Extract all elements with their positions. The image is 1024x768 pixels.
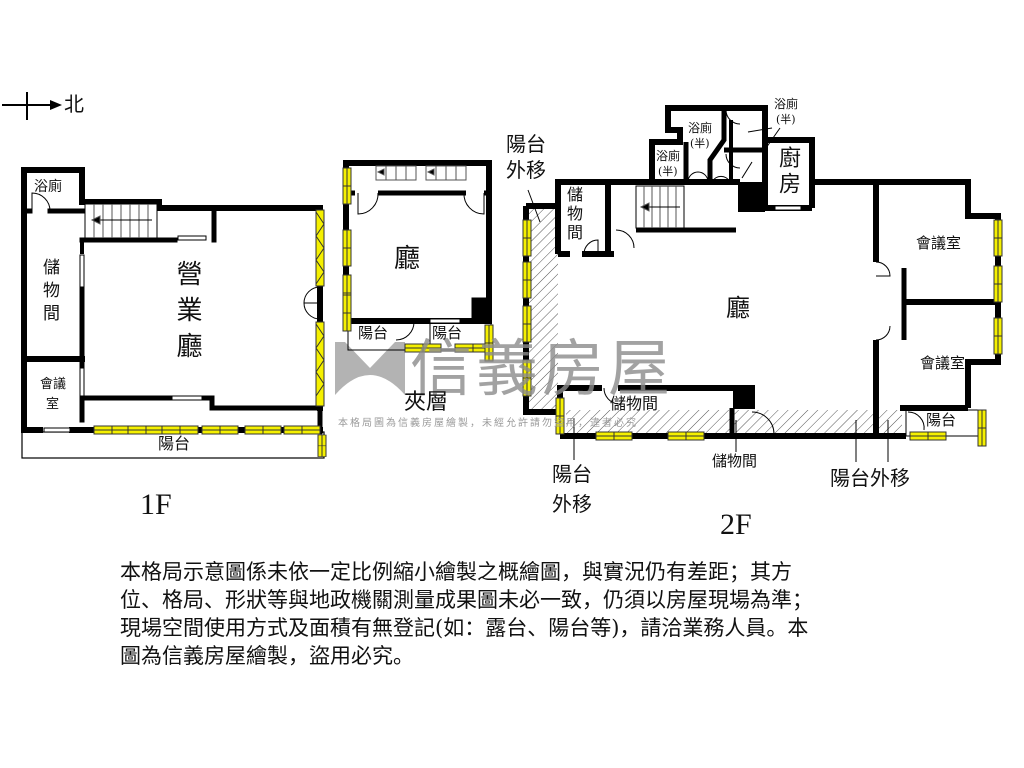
disclaimer-text: 本格局示意圖係未依一定比例縮小繪製之概繪圖，與實況仍有差距；其方 位、格局、形狀…	[120, 558, 920, 670]
north-arrow-icon	[2, 92, 62, 120]
floor-label-mezzanine: 夾層	[404, 389, 449, 414]
room-2f-balcony-small: 陽台	[926, 411, 957, 429]
floor-label-1f: 1F	[140, 488, 172, 521]
watermark-brand: 信義房屋	[410, 332, 675, 405]
room-1f-storage: 儲物間	[39, 258, 59, 327]
room-2f-bath-half-3-line2: (半)	[776, 113, 796, 126]
room-2f-balcony-shift-top-line1: 陽台	[506, 132, 546, 156]
room-2f-bath-half-2-line2: (半)	[690, 137, 710, 150]
room-2f-bath-half-1-line2: (半)	[658, 165, 678, 178]
floor-label-2f: 2F	[720, 508, 752, 541]
stairs-2f	[635, 185, 685, 229]
disclaimer-line: 現場空間使用方式及面積有無登記(如：露台、陽台等)，請洽業務人員。本	[120, 616, 809, 640]
room-1f-meeting-line2: 室	[46, 397, 60, 412]
doors-1f	[31, 192, 321, 433]
room-1f-balcony: 陽台	[158, 434, 191, 453]
room-1f-bathroom: 浴廁	[34, 179, 62, 195]
doors-2f	[583, 109, 925, 435]
room-2f-meeting-room-2: 會議室	[920, 354, 966, 372]
doors-mezzanine	[357, 192, 485, 341]
room-2f-storage-callout: 儲物間	[712, 452, 758, 470]
room-2f-kitchen: 廚房	[775, 146, 800, 198]
room-2f-balcony-shift-top-line2: 外移	[506, 158, 546, 182]
room-2f-bath-half-3-line1: 浴廁	[774, 97, 799, 111]
room-2f-balcony-shift-right: 陽台外移	[830, 466, 910, 490]
room-mezz-balcony-right: 陽台	[432, 324, 463, 342]
compass-north-label: 北	[64, 92, 84, 116]
disclaimer-line: 位、格局、形狀等與地政機關測量成果圖未必一致，仍須以房屋現場為準；	[120, 588, 813, 612]
room-2f-meeting-room-1: 會議室	[916, 234, 962, 252]
room-2f-bath-half-2-line1: 浴廁	[688, 121, 713, 135]
room-2f-hall: 廳	[726, 294, 750, 322]
room-2f-balcony-shift-left-line1: 陽台	[552, 462, 592, 486]
room-2f-storage-top: 儲物間	[564, 186, 583, 243]
room-1f-meeting-line1: 會議	[40, 377, 67, 392]
watermark-logo-icon	[335, 342, 405, 404]
room-2f-storage-bottom: 儲物間	[610, 394, 659, 413]
callout-lines	[527, 127, 889, 462]
watermark-notice: 本格局圖為信義房屋繪製，未經允許請勿盜用，違者必究	[338, 418, 638, 429]
balcony-shift-area-left	[528, 203, 558, 413]
room-2f-bath-half-1-line1: 浴廁	[656, 149, 681, 163]
stairs-1f	[84, 203, 158, 239]
stairs-mezzanine	[375, 165, 467, 181]
room-mezz-balcony-left: 陽台	[358, 324, 389, 342]
room-mezz-hall: 廳	[394, 244, 421, 274]
disclaimer-line: 本格局示意圖係未依一定比例縮小繪製之概繪圖，與實況仍有差距；其方	[120, 560, 792, 584]
room-1f-business-hall: 營業廳	[172, 260, 202, 368]
disclaimer-line: 圖為信義房屋繪製，盜用必究。	[120, 644, 414, 668]
room-2f-balcony-shift-left-line2: 外移	[552, 492, 592, 516]
windows-1f	[93, 209, 327, 458]
